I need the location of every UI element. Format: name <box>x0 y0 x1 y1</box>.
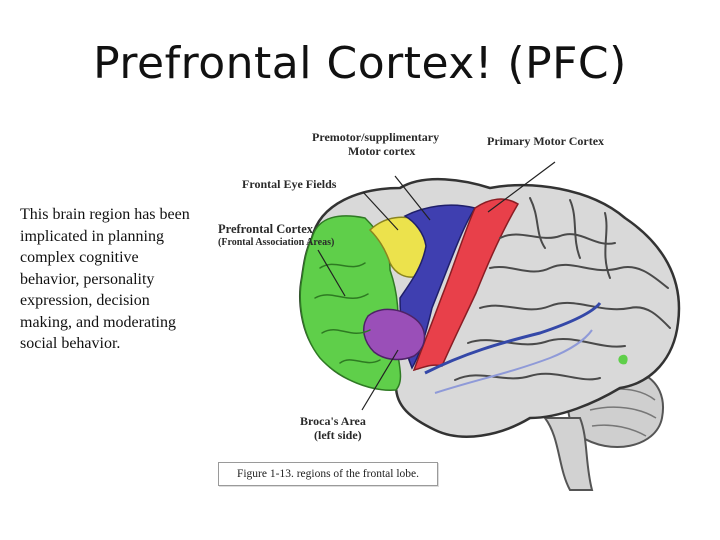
slide-body-text: This brain region has been implicated in… <box>20 206 190 352</box>
label-premotor: Premotor/supplimentary Motor cortex <box>312 130 439 158</box>
label-premotor-line2: Motor cortex <box>348 144 416 158</box>
label-prefrontal-subtitle: (Frontal Association Areas) <box>218 237 335 248</box>
label-premotor-line1: Premotor/supplimentary <box>312 130 440 144</box>
figure-caption: Figure 1-13. regions of the frontal lobe… <box>218 462 438 486</box>
broca-region <box>362 308 426 361</box>
slide-title: Prefrontal Cortex! (PFC) <box>93 38 627 89</box>
label-prefrontal: Prefrontal Cortex (Frontal Association A… <box>218 222 334 250</box>
label-broca: Broca's Area (left side) <box>300 414 366 442</box>
label-broca-line2: (left side) <box>314 428 362 442</box>
label-prefrontal-title: Prefrontal Cortex <box>218 222 313 236</box>
lateral-sulcus <box>424 301 602 375</box>
brain-figure: Premotor/supplimentary Motor cortex Prim… <box>200 118 700 498</box>
label-frontal-eye-fields: Frontal Eye Fields <box>242 177 337 191</box>
brainstem <box>543 417 594 491</box>
label-broca-line1: Broca's Area <box>300 414 366 428</box>
brain-illustration <box>299 161 681 491</box>
label-primary-motor: Primary Motor Cortex <box>487 134 605 148</box>
